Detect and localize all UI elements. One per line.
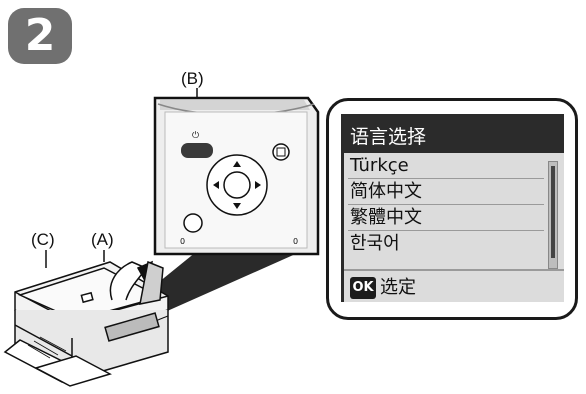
lcd-footer: OK 选定 <box>344 269 564 302</box>
printer-drawing <box>3 260 169 387</box>
power-button <box>181 143 213 158</box>
navigation-pad <box>206 154 268 216</box>
lcd-scrollbar[interactable] <box>548 161 558 269</box>
language-option-simplified-chinese[interactable]: 简体中文 <box>348 179 544 205</box>
menu-icon <box>276 147 286 157</box>
led-right: 0 <box>293 237 298 246</box>
back-button <box>183 213 203 233</box>
language-option-traditional-chinese[interactable]: 繁體中文 <box>348 205 544 231</box>
power-icon: ⏻ <box>192 130 199 141</box>
callout-a-label: (A) <box>91 230 114 249</box>
ok-badge-icon: OK <box>350 277 376 299</box>
ok-icon <box>223 171 251 199</box>
lcd-title: 语言选择 <box>344 117 564 153</box>
step-number-badge: 2 <box>8 8 72 64</box>
language-option-korean[interactable]: 한국어 <box>350 233 400 254</box>
menu-button <box>272 143 290 161</box>
lcd-screen: 语言选择 Türkçe 简体中文 繁體中文 한국어 OK 选定 <box>341 114 564 302</box>
callout-b-label: (B) <box>181 69 204 88</box>
lcd-scroll-thumb[interactable] <box>551 166 555 258</box>
led-left: 0 <box>180 237 185 246</box>
arrow-down-icon <box>233 203 241 209</box>
language-option-turkish[interactable]: Türkçe <box>348 153 544 179</box>
arrow-up-icon <box>233 161 241 167</box>
open-arrow-icon <box>109 261 148 301</box>
arrow-left-icon <box>213 181 219 189</box>
callout-c-label: (C) <box>31 230 55 249</box>
ok-select-label: 选定 <box>380 277 416 298</box>
arrow-right-icon <box>255 181 261 189</box>
